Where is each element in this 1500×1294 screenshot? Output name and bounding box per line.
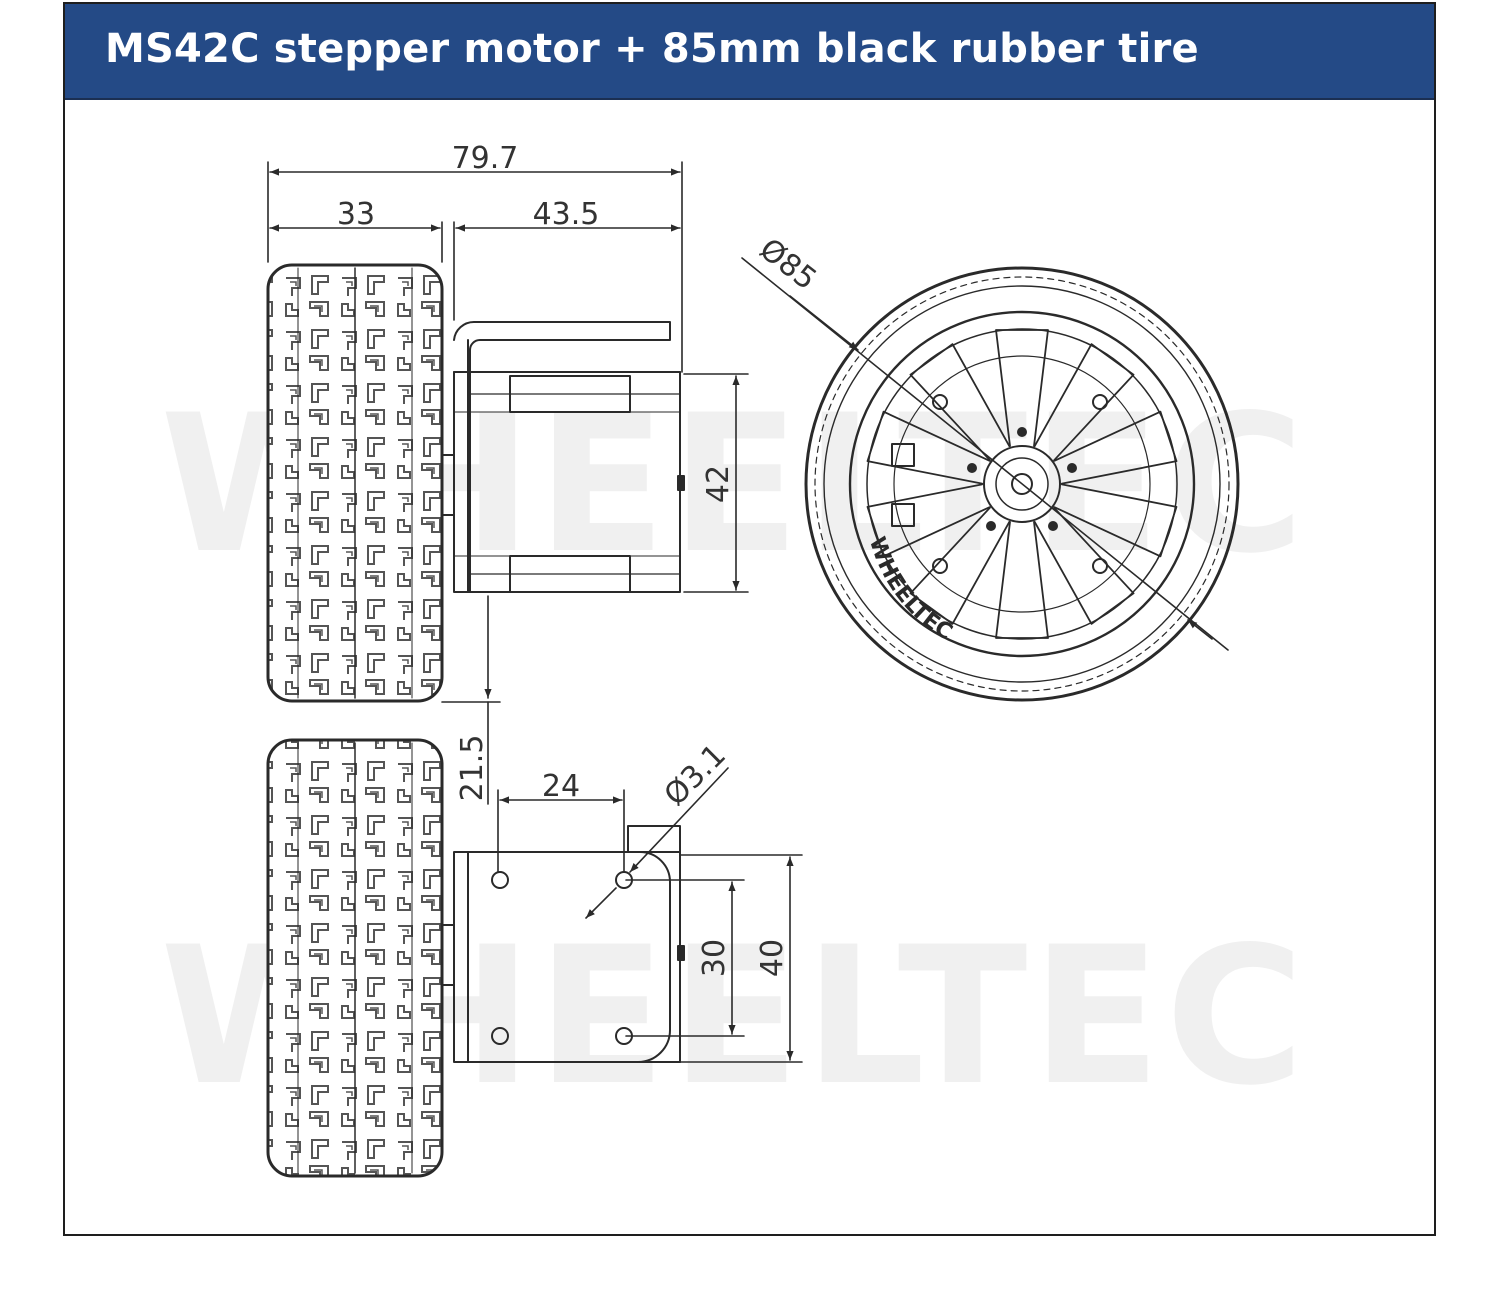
top-side-view (266, 263, 685, 703)
dim-tire-width: 33 (337, 197, 375, 232)
motor-body-top (453, 320, 685, 593)
dim-overall-width: 79.7 (452, 141, 519, 176)
tire-side-bottom (266, 738, 444, 1178)
dim-motor-height: 42 (701, 465, 736, 503)
wheel-spokes (866, 329, 1178, 639)
tire-side-top (266, 263, 444, 703)
dim-hole-spacing-vertical: 30 (697, 939, 732, 977)
bottom-side-view (266, 738, 685, 1178)
title-banner: MS42C stepper motor + 85mm black rubber … (65, 4, 1434, 100)
dim-bracket-height: 40 (755, 939, 790, 977)
dim-wheel-diameter: Ø85 (753, 232, 823, 298)
dim-hole-spacing-horizontal: 24 (542, 769, 580, 804)
motor-bracket-bottom (453, 825, 685, 1063)
page-title: MS42C stepper motor + 85mm black rubber … (105, 26, 1199, 72)
dim-motor-length: 43.5 (533, 197, 600, 232)
wheel-front-view (804, 266, 1240, 702)
dim-shaft-offset: 21.5 (455, 735, 490, 802)
